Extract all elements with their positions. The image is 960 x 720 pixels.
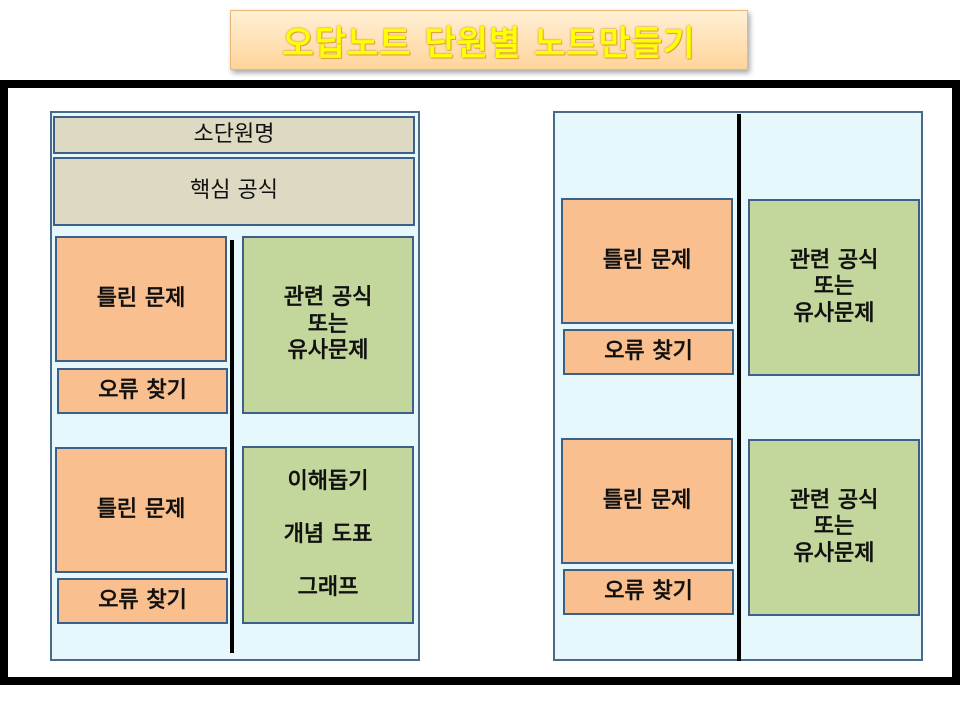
left-find-error-box-1: 오류 찾기	[57, 368, 228, 414]
right-find-error-box-1: 오류 찾기	[563, 329, 734, 375]
right-related-formula-box-2: 관련 공식 또는 유사문제	[748, 439, 920, 616]
core-formula-box: 핵심 공식	[53, 157, 415, 226]
left-find-error-box-2: 오류 찾기	[57, 578, 228, 624]
left-related-formula-box: 관련 공식 또는 유사문제	[242, 236, 414, 414]
find-error-label: 오류 찾기	[98, 377, 187, 403]
find-error-label: 오류 찾기	[98, 587, 187, 613]
right-wrong-problem-box-2: 틀린 문제	[561, 438, 733, 564]
wrong-problem-label: 틀린 문제	[96, 496, 186, 522]
subunit-name-label: 소단원명	[193, 121, 275, 147]
right-wrong-problem-box-1: 틀린 문제	[561, 198, 733, 324]
wrong-problem-label: 틀린 문제	[602, 487, 692, 513]
page-title: 오답노트 단원별 노트만들기	[282, 23, 696, 64]
left-wrong-problem-box-1: 틀린 문제	[55, 236, 227, 362]
understanding-aids-label: 이해돕기 개념 도표 그래프	[283, 469, 373, 600]
right-find-error-box-2: 오류 찾기	[563, 569, 734, 615]
wrong-problem-label: 틀린 문제	[602, 247, 692, 273]
left-understanding-aids-box: 이해돕기 개념 도표 그래프	[242, 446, 414, 624]
right-related-formula-box-1: 관련 공식 또는 유사문제	[748, 199, 920, 376]
find-error-label: 오류 찾기	[604, 578, 693, 604]
left-center-divider	[230, 240, 234, 653]
title-banner: 오답노트 단원별 노트만들기	[230, 10, 748, 70]
subunit-name-box: 소단원명	[53, 116, 415, 154]
related-formula-label: 관련 공식 또는 유사문제	[789, 487, 879, 566]
find-error-label: 오류 찾기	[604, 338, 693, 364]
left-wrong-problem-box-2: 틀린 문제	[55, 447, 227, 573]
related-formula-label: 관련 공식 또는 유사문제	[283, 285, 373, 364]
wrong-problem-label: 틀린 문제	[96, 285, 186, 311]
right-center-divider	[737, 114, 741, 661]
core-formula-label: 핵심 공식	[190, 178, 278, 204]
related-formula-label: 관련 공식 또는 유사문제	[789, 247, 879, 326]
